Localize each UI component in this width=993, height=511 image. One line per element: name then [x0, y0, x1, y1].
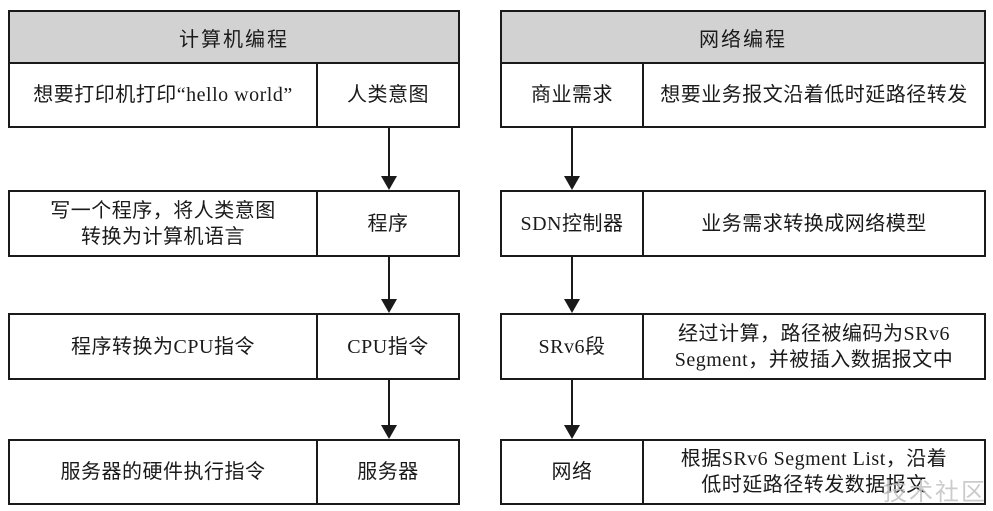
- down-arrow-icon: [388, 380, 390, 427]
- right-row-4-label: 网络: [502, 441, 644, 503]
- right-row-3-main: 经过计算，路径被编码为SRv6 Segment，并被插入数据报文中: [674, 322, 954, 371]
- right-table-title: 网络编程: [502, 12, 984, 64]
- left-row-4-label: 服务器: [357, 461, 419, 483]
- right-row-1: 商业需求 想要业务报文沿着低时延路径转发: [502, 64, 984, 126]
- right-row-3-label: SRv6段: [502, 315, 644, 378]
- down-arrow-icon: [381, 176, 397, 190]
- right-table-top-unit: 网络编程 商业需求 想要业务报文沿着低时延路径转发: [500, 10, 986, 128]
- left-row-2: 写一个程序，将人类意图 转换为计算机语言 程序: [8, 190, 460, 257]
- left-row-3-main: 程序转换为CPU指令: [10, 315, 318, 378]
- right-row-1-label: 商业需求: [502, 64, 644, 126]
- left-row-3: 程序转换为CPU指令 CPU指令: [8, 313, 460, 380]
- down-arrow-icon: [571, 128, 573, 178]
- down-arrow-icon: [564, 299, 580, 313]
- right-row-1-main: 想要业务报文沿着低时延路径转发: [660, 84, 968, 106]
- right-row-4: 网络 根据SRv6 Segment List，沿着 低时延路径转发数据报文: [500, 439, 986, 505]
- left-table-title: 计算机编程: [10, 12, 458, 64]
- left-row-1: 想要打印机打印“hello world” 人类意图: [10, 64, 458, 126]
- left-row-2-main: 写一个程序，将人类意图 转换为计算机语言: [10, 192, 318, 255]
- left-row-4: 服务器的硬件执行指令 服务器: [8, 439, 460, 505]
- left-table-top-unit: 计算机编程 想要打印机打印“hello world” 人类意图: [8, 10, 460, 128]
- left-row-1-label: 人类意图: [347, 84, 429, 106]
- down-arrow-icon: [381, 425, 397, 439]
- right-row-3: SRv6段 经过计算，路径被编码为SRv6 Segment，并被插入数据报文中: [500, 313, 986, 380]
- left-row-4-main: 服务器的硬件执行指令: [10, 441, 318, 503]
- right-row-4-main: 根据SRv6 Segment List，沿着 低时延路径转发数据报文: [680, 448, 948, 496]
- right-row-2-label: SDN控制器: [502, 192, 644, 255]
- left-row-2-label: 程序: [367, 212, 409, 235]
- down-arrow-icon: [381, 299, 397, 313]
- down-arrow-icon: [388, 257, 390, 301]
- down-arrow-icon: [564, 176, 580, 190]
- down-arrow-icon: [571, 380, 573, 427]
- right-row-2: SDN控制器 业务需求转换成网络模型: [500, 190, 986, 257]
- down-arrow-icon: [564, 425, 580, 439]
- left-row-1-main: 想要打印机打印“hello world”: [10, 64, 318, 126]
- down-arrow-icon: [571, 257, 573, 301]
- left-row-3-label: CPU指令: [347, 335, 429, 358]
- down-arrow-icon: [388, 128, 390, 178]
- right-row-2-main: 业务需求转换成网络模型: [701, 212, 927, 235]
